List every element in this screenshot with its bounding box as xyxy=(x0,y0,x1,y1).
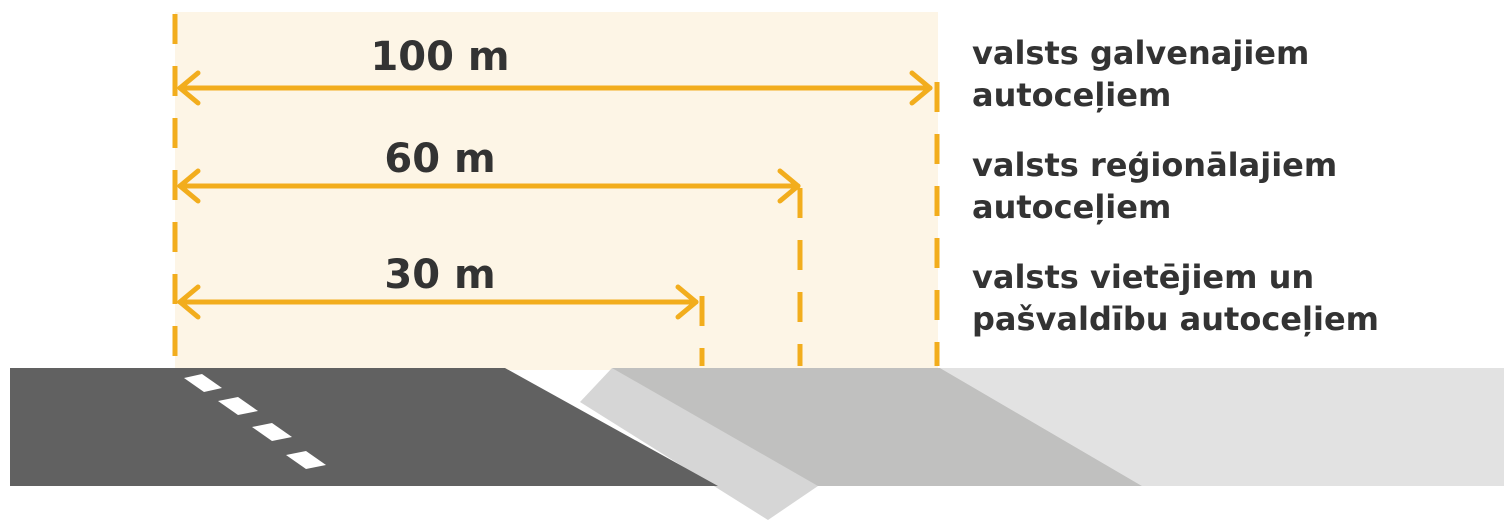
category-line: autoceļiem xyxy=(972,76,1172,114)
category-line: valsts reģionālajiem xyxy=(972,146,1338,184)
category-label-local-roads: valsts vietējiem un pašvaldību autoceļie… xyxy=(972,256,1492,340)
category-line: valsts galvenajiem xyxy=(972,34,1310,72)
category-line: valsts vietējiem un xyxy=(972,258,1315,296)
protection-zone-area xyxy=(175,12,938,370)
arrow-30m xyxy=(177,284,699,320)
category-label-regional-roads: valsts reģionālajiem autoceļiem xyxy=(972,144,1492,228)
verge-area xyxy=(940,368,1504,486)
category-line: autoceļiem xyxy=(972,188,1172,226)
lane-marking xyxy=(184,374,222,392)
lane-marking xyxy=(218,397,258,415)
asphalt-road xyxy=(10,368,718,486)
distance-label-100m: 100 m xyxy=(370,34,510,80)
distance-label-60m: 60 m xyxy=(384,136,496,182)
ditch-slope xyxy=(580,368,818,520)
arrow-60m xyxy=(177,168,801,204)
arrow-100m xyxy=(177,70,933,106)
lane-marking xyxy=(286,451,326,469)
category-line: pašvaldību autoceļiem xyxy=(972,300,1379,338)
category-label-main-roads: valsts galvenajiem autoceļiem xyxy=(972,32,1492,116)
lane-marking xyxy=(252,423,292,441)
distance-label-30m: 30 m xyxy=(384,252,496,298)
